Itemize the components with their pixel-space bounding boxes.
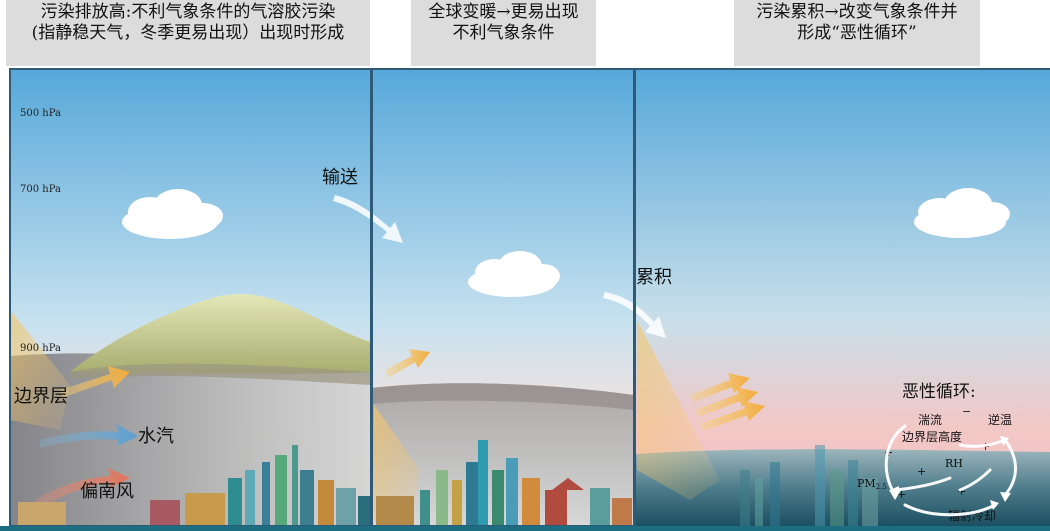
city-skyline-middle xyxy=(376,440,632,526)
cycle-pm-text: PM xyxy=(857,477,876,490)
cycle-sign-5: + xyxy=(957,485,966,498)
accumulation-label: 累积 xyxy=(636,267,672,288)
cycle-inversion: 逆温 xyxy=(988,412,1012,427)
cycle-arrows xyxy=(884,424,1017,517)
boundary-layer-arrows xyxy=(60,366,130,398)
cycle-pm: PM2.5 xyxy=(857,477,887,491)
header-middle-line1: 全球变暖→更易出现 xyxy=(428,2,579,22)
pressure-900: 900 hPa xyxy=(20,343,61,354)
panel-right: 恶性循环: 湍流 − 逆温 边界层高度 RH PM2.5 辐射冷却 + + + … xyxy=(635,69,1050,526)
water-vapor-label: 水汽 xyxy=(138,426,174,447)
pressure-500: 500 hPa xyxy=(20,108,61,119)
city-skyline-right xyxy=(740,445,878,526)
cycle-rh: RH xyxy=(945,457,963,470)
south-wind-label: 偏南风 xyxy=(80,481,134,502)
cycle-title: 恶性循环: xyxy=(902,382,976,402)
mountain xyxy=(70,294,371,374)
accumulation-arrow xyxy=(603,292,666,338)
city-skyline-left xyxy=(18,445,370,526)
cloud-right xyxy=(914,188,1010,238)
cycle-sign-4: + xyxy=(897,488,906,501)
header-right: 污染累积→改变气象条件并 形成“恶性循环” xyxy=(734,0,980,66)
cycle-sign-3: + xyxy=(917,465,926,478)
header-left: 污染排放高:不利气象条件的气溶胶污染 (指静稳天气，冬季更易出现）出现时形成 xyxy=(6,0,370,66)
water-vapor-arrow xyxy=(40,424,138,448)
sunlight-beam-right xyxy=(637,320,720,500)
header-middle: 全球变暖→更易出现 不利气象条件 xyxy=(411,0,596,66)
cycle-pm-sub: 2.5 xyxy=(876,483,887,491)
sunlight-beam-middle xyxy=(374,405,420,526)
cycle-sign-minus: − xyxy=(962,405,971,418)
warming-arrow xyxy=(385,349,430,378)
cycle-radiative-cooling: 辐射冷却 xyxy=(948,508,996,523)
south-wind-arrow xyxy=(35,468,130,508)
transport-label: 输送 xyxy=(322,167,358,188)
panel-middle xyxy=(372,69,634,526)
vicious-cycle: 恶性循环: 湍流 − 逆温 边界层高度 RH PM2.5 辐射冷却 + + + … xyxy=(857,382,1017,523)
panel-frames xyxy=(9,68,1050,527)
header-middle-line2: 不利气象条件 xyxy=(452,23,555,43)
ground-strip xyxy=(0,526,1050,531)
transport-arrow xyxy=(333,195,403,243)
panel-left: 500 hPa 700 hPa 900 hPa 边界层 水汽 偏南风 xyxy=(10,69,371,526)
header-right-line1: 污染累积→改变气象条件并 xyxy=(756,2,958,22)
cloud-middle xyxy=(468,251,560,297)
sunlight-beam-left xyxy=(10,310,70,430)
diagram-scene: 500 hPa 700 hPa 900 hPa 边界层 水汽 偏南风 xyxy=(0,68,1050,531)
heat-arrows-right xyxy=(690,373,765,431)
header-left-line1: 污染排放高:不利气象条件的气溶胶污染 xyxy=(40,2,336,22)
cycle-arrowheads xyxy=(889,436,1011,510)
boundary-layer-label: 边界层 xyxy=(14,386,68,407)
cycle-turbulence: 湍流 xyxy=(918,413,942,427)
pressure-700: 700 hPa xyxy=(20,184,61,195)
cloud-left xyxy=(122,189,223,239)
cycle-pbl-height: 边界层高度 xyxy=(902,429,962,444)
header-left-line2: (指静稳天气，冬季更易出现）出现时形成 xyxy=(31,23,345,43)
header-right-line2: 形成“恶性循环” xyxy=(797,23,917,43)
